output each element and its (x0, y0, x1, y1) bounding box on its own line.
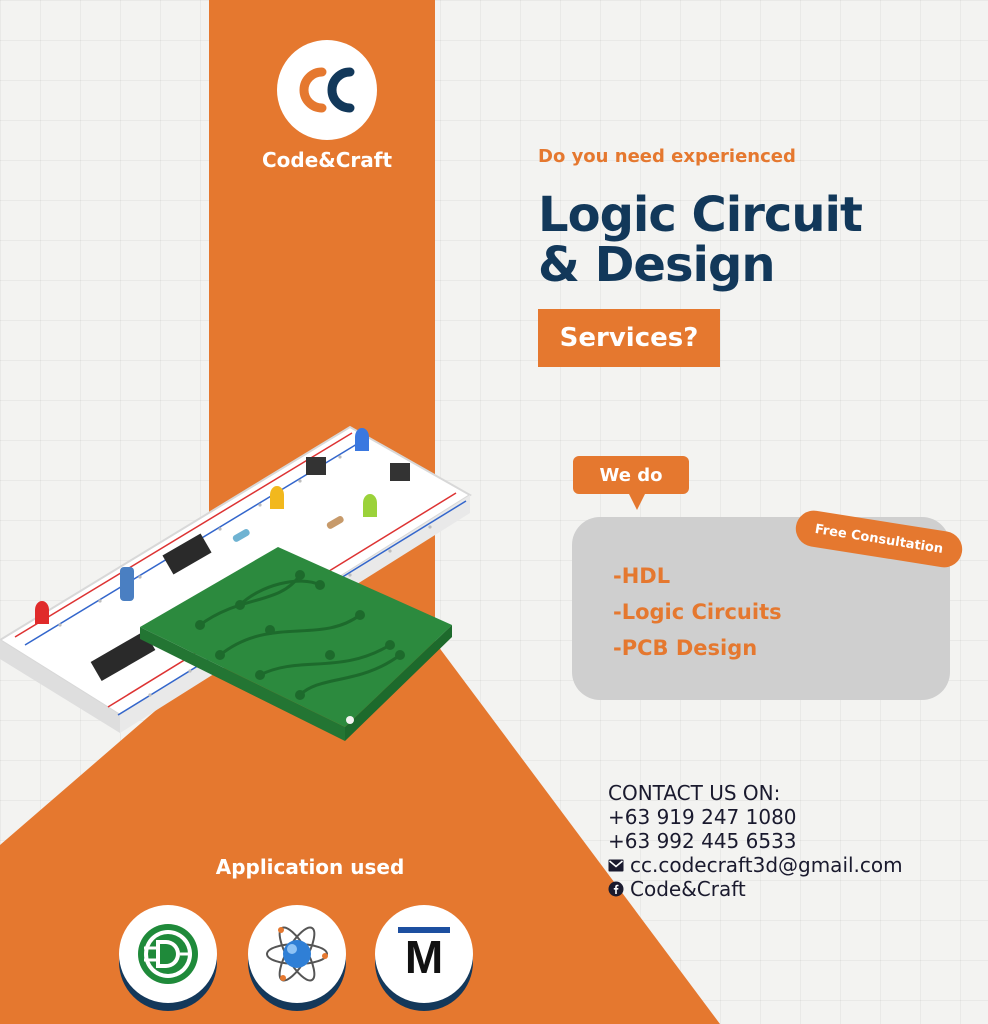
list-item: -PCB Design (613, 636, 758, 660)
bubble-tail (628, 492, 646, 510)
title-line-2: & Design (538, 237, 776, 293)
phone-number-1: +63 919 247 1080 (608, 805, 797, 829)
services-label: Services? (538, 309, 720, 367)
list-item: -HDL (613, 564, 671, 588)
list-item: -Logic Circuits (613, 600, 782, 624)
facebook-icon (608, 881, 624, 897)
cc-logo-icon (299, 67, 355, 113)
modelsim-icon: M (375, 905, 473, 1003)
headline-eyebrow: Do you need experienced (538, 146, 796, 167)
applications-label: Application used (215, 855, 405, 879)
phone-number-2: +63 992 445 6533 (608, 829, 797, 853)
modelsim-logo: M (398, 927, 450, 983)
facebook-row[interactable]: Code&Craft (608, 877, 903, 901)
electronics-atom-icon (248, 905, 346, 1003)
facebook-page[interactable]: Code&Craft (630, 877, 746, 901)
we-do-bubble: We do (573, 456, 689, 494)
breadboard-pcb-illustration (0, 425, 472, 741)
logisim-icon (119, 905, 217, 1003)
brand-name: Code&Craft (261, 148, 393, 172)
title-line-1: Logic Circuit (538, 187, 863, 243)
email-row[interactable]: cc.codecraft3d@gmail.com (608, 853, 903, 877)
contact-heading: CONTACT US ON: (608, 781, 781, 805)
contact-block: CONTACT US ON: +63 919 247 1080 +63 992 … (608, 781, 903, 901)
page-title: Logic Circuit & Design (538, 187, 863, 293)
modelsim-letter: M (404, 931, 444, 983)
services-list: -HDL -Logic Circuits -PCB Design (613, 558, 782, 666)
mail-icon (608, 857, 624, 873)
email-address[interactable]: cc.codecraft3d@gmail.com (630, 853, 903, 877)
brand-logo (277, 40, 377, 140)
